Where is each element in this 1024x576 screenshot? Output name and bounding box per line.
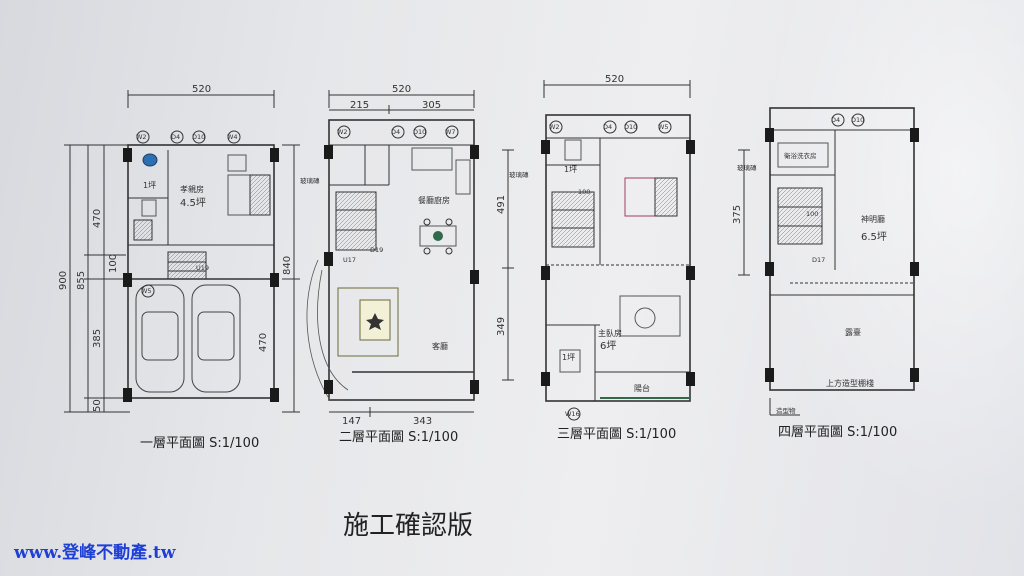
- p3-title: 三層平面圖 S:1/100: [557, 427, 676, 442]
- p2-dim-bottom-b: 343: [413, 416, 432, 427]
- p4-tag-d4: D4: [831, 116, 840, 124]
- p2-tag-w2: W2: [337, 128, 348, 136]
- p3-label-master: 主臥房: [598, 328, 622, 338]
- p3-label-balcony: 陽台: [634, 383, 650, 393]
- p2-tag-d4: D4: [391, 128, 400, 136]
- p4-label-stair-b: D17: [812, 256, 825, 264]
- p2-label-kitchen: 餐廳廚房: [418, 195, 450, 205]
- p4-tag-d10: D10: [851, 116, 864, 124]
- p2-dim-bottom-a: 147: [342, 416, 361, 427]
- p3-tag-w16: W16: [565, 410, 580, 418]
- p1-dim-right-b: 470: [258, 333, 269, 352]
- p4-label-glass: 玻璃磚: [737, 163, 757, 172]
- p1-tag-w4: W4: [227, 133, 238, 141]
- p2-dim-top: 520: [392, 84, 411, 95]
- p1-label-stair: U19: [196, 264, 209, 272]
- p1-dim-left-total: 900: [58, 271, 69, 290]
- p3-dim-top: 520: [605, 74, 624, 85]
- p4-dim-right: 375: [732, 205, 743, 224]
- p3-label-master-area: 6坪: [600, 339, 616, 352]
- p2-dim-top-b: 305: [422, 100, 441, 111]
- p1-dim-left-c: 100: [108, 254, 119, 273]
- p3-label-glass: 玻璃磚: [509, 170, 529, 179]
- p3-label-bath-a: 1坪: [564, 165, 577, 174]
- p4-label-laundry: 衛浴洗衣房: [784, 151, 817, 160]
- p4-label-room-area: 6.5坪: [861, 230, 887, 243]
- p1-tag-w2: W2: [136, 133, 147, 141]
- p1-label-room: 孝親房: [180, 184, 204, 194]
- confirmation-caption: 施工確認版: [343, 511, 474, 541]
- p2-label-stair-a: U17: [343, 256, 356, 264]
- p4-label-terrace: 露臺: [845, 327, 861, 337]
- p3-dim-right-b: 349: [496, 317, 507, 336]
- p4-label-pergola: 上方造型棚棧: [826, 378, 874, 388]
- p1-dim-top: 520: [192, 84, 211, 95]
- p1-dim-left-e: 50: [92, 399, 103, 412]
- p3-tag-w2: W2: [549, 123, 560, 131]
- plan-floor-2: [306, 90, 479, 417]
- plan-floor-3: [502, 80, 695, 421]
- p4-title: 四層平面圖 S:1/100: [778, 425, 897, 440]
- p1-tag-d4: D4: [171, 133, 180, 141]
- p2-label-glass: 玻璃磚: [300, 176, 320, 185]
- p1-tag-w5: W5: [141, 287, 152, 295]
- p2-dim-top-a: 215: [350, 100, 369, 111]
- p3-label-bath-b: 1坪: [562, 353, 575, 362]
- p1-dim-left-b: 470: [92, 209, 103, 228]
- p4-label-stair-a: 100: [806, 210, 818, 218]
- p3-label-stair: 100: [578, 188, 590, 196]
- p4-label-room: 神明廳: [861, 214, 885, 224]
- p1-label-bath: 1坪: [143, 181, 156, 190]
- p1-title: 一層平面圖 S:1/100: [140, 436, 259, 451]
- p2-label-stair-b: D19: [370, 246, 383, 254]
- light-glare: [724, 0, 1024, 576]
- p2-tag-w7: W7: [445, 128, 456, 136]
- p3-dim-right-a: 491: [496, 195, 507, 214]
- p4-label-feature: 造型物: [776, 406, 796, 415]
- p1-label-area: 4.5坪: [180, 196, 206, 209]
- plan-floor-4: [738, 107, 919, 416]
- p3-tag-d10: D10: [624, 123, 637, 131]
- plan-floor-1: [64, 90, 300, 413]
- p2-label-living: 客廳: [432, 341, 448, 351]
- p1-tag-d10: D10: [192, 133, 205, 141]
- p3-tag-d4: D4: [603, 123, 612, 131]
- p1-dim-left-d: 385: [92, 329, 103, 348]
- p1-dim-left-a: 855: [76, 271, 87, 290]
- p3-tag-w5: W5: [658, 123, 669, 131]
- p1-dim-right-a: 840: [282, 256, 293, 275]
- p2-title: 二層平面圖 S:1/100: [339, 430, 458, 445]
- watermark-text: www.登峰不動產.tw: [14, 543, 176, 563]
- p2-tag-d10: D10: [413, 128, 426, 136]
